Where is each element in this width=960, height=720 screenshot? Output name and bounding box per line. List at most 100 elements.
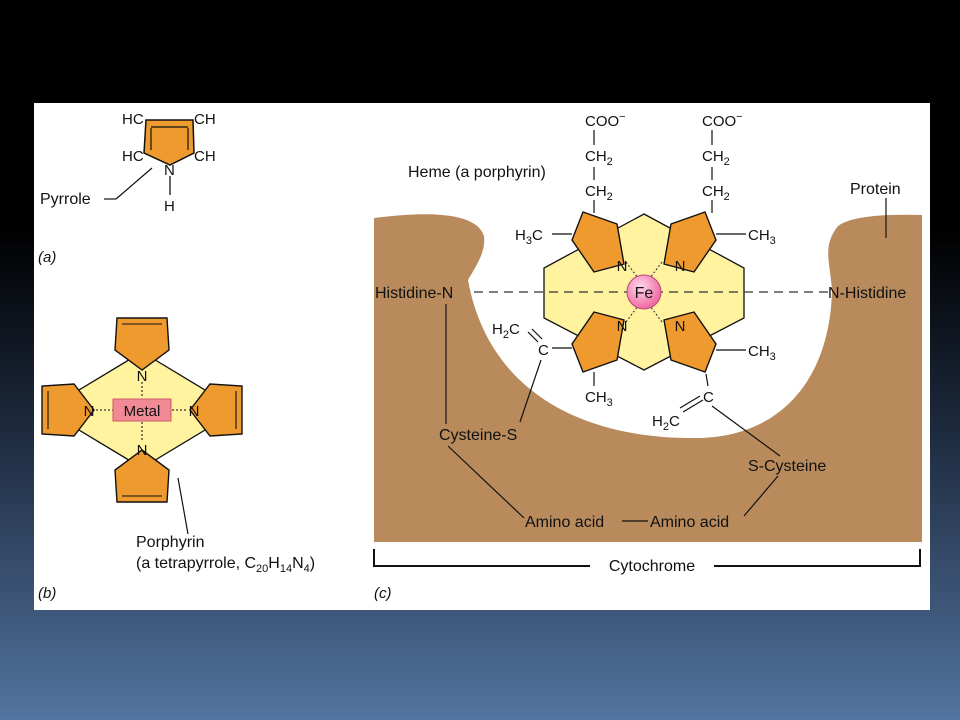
formula-sub-n: 4 xyxy=(304,563,310,575)
formula-n: N xyxy=(292,555,304,572)
histidine-right-label: N-Histidine xyxy=(828,285,906,302)
cysteine-link-left xyxy=(519,359,542,423)
c-text: C xyxy=(532,227,543,244)
panel-b-porphyrin: Metal N N N N Porphyrin (a tetrapyrrole,… xyxy=(38,317,315,602)
metal-box xyxy=(112,398,172,422)
sub-2: 2 xyxy=(607,191,613,203)
sub-3: 3 xyxy=(770,235,776,247)
protein-label: Protein xyxy=(850,181,901,198)
coo-charge: − xyxy=(736,111,742,123)
fe-coordination-dots xyxy=(625,305,639,323)
ch2-right-lower: CH2 xyxy=(702,183,730,203)
pyrrole-atom-h: H xyxy=(164,198,175,215)
formula-close: ) xyxy=(310,555,315,572)
vinyl-double-bond xyxy=(679,395,701,409)
coo-text: COO xyxy=(702,113,736,130)
porphyrin-n-left: N xyxy=(84,403,95,420)
amino-acid-left-label: Amino acid xyxy=(525,514,604,531)
ch-text: CH xyxy=(748,343,770,360)
ch-text: CH xyxy=(702,183,724,200)
coo-left: COO− xyxy=(585,111,626,130)
cysteine-link-right xyxy=(711,405,781,457)
methyl-bottom-right: CH3 xyxy=(748,343,776,363)
vinyl-c-left: C xyxy=(538,342,549,359)
heme-pyrrole-bottom-right xyxy=(663,311,717,373)
methyl-bottom-left: CH3 xyxy=(585,389,613,409)
cysteine-to-amino-left xyxy=(447,445,525,519)
porphyrin-leader-line xyxy=(177,477,189,535)
fe-label: Fe xyxy=(635,285,654,302)
heme-n-bottom-left: N xyxy=(617,318,628,335)
sub-2: 2 xyxy=(503,329,509,341)
ch2-left-upper: CH2 xyxy=(585,148,613,168)
c-text: C xyxy=(669,413,680,430)
coo-charge: − xyxy=(619,111,625,123)
cysteine-to-amino-right xyxy=(743,475,779,517)
porphyrin-label-line2: (a tetrapyrrole, C20H14N4) xyxy=(136,555,315,575)
vinyl-h2c-left: H2C xyxy=(492,321,520,341)
pyrrole-atom-ch-bottom: CH xyxy=(194,148,216,165)
heme-pyrrole-bottom-left xyxy=(571,311,625,373)
porphyrin-pyrrole-bottom xyxy=(114,449,170,503)
cytochrome-bracket-left xyxy=(373,549,590,567)
panel-a-pyrrole: HC CH HC CH N H Pyrrole (a) xyxy=(38,111,216,266)
sub-2: 2 xyxy=(724,191,730,203)
porphyrin-label-line1: Porphyrin xyxy=(136,534,204,551)
porphyrin-pyrrole-top xyxy=(114,317,170,371)
heme-pyrrole-top-left xyxy=(571,211,625,273)
vinyl-h2c-right: H2C xyxy=(652,413,680,433)
cysteine-left-label: Cysteine-S xyxy=(439,427,517,444)
cysteine-right-label: S-Cysteine xyxy=(748,458,826,475)
pyrrole-atom-ch-top: CH xyxy=(194,111,216,128)
heme-n-top-right: N xyxy=(675,258,686,275)
methyl-top-left: H3C xyxy=(515,227,543,247)
panel-c-caption: (c) xyxy=(374,585,392,602)
vinyl-bond xyxy=(705,373,709,387)
sub-2: 2 xyxy=(663,421,669,433)
porphyrin-n-bottom: N xyxy=(137,442,148,459)
fe-coordination-dots xyxy=(649,261,663,279)
ch-text: CH xyxy=(585,183,607,200)
porphyrin-n-right: N xyxy=(189,403,200,420)
sub-2: 2 xyxy=(724,156,730,168)
methyl-top-right: CH3 xyxy=(748,227,776,247)
pyrrole-atom-hc-bottom: HC xyxy=(122,148,144,165)
pyrrole-ring xyxy=(143,119,195,166)
vinyl-double-bond xyxy=(527,331,539,343)
vinyl-double-bond xyxy=(531,328,543,340)
ch2-right-upper: CH2 xyxy=(702,148,730,168)
panel-c-cytochrome: Fe N N N N COO− CH2 CH2 COO− CH2 CH2 Hem… xyxy=(373,111,922,602)
sub-2: 2 xyxy=(607,156,613,168)
coo-right: COO− xyxy=(702,111,743,130)
sub-3: 3 xyxy=(770,351,776,363)
formula-sub-h: 14 xyxy=(280,563,292,575)
heme-label: Heme (a porphyrin) xyxy=(408,164,546,181)
h-text: H xyxy=(515,227,526,244)
cytochrome-bracket-right xyxy=(714,549,921,567)
fe-coordination-dots xyxy=(649,305,663,323)
pyrrole-label: Pyrrole xyxy=(40,191,91,208)
ch-text: CH xyxy=(585,148,607,165)
formula-h: H xyxy=(268,555,280,572)
fe-atom xyxy=(626,274,662,310)
heme-pyrrole-top-right xyxy=(663,211,717,273)
ch-text: CH xyxy=(748,227,770,244)
ch-text: CH xyxy=(585,389,607,406)
pyrrole-leader-line-diagonal xyxy=(115,167,153,200)
vinyl-double-bond xyxy=(682,399,704,413)
porphyrin-pyrrole-left xyxy=(41,383,95,437)
c-text: C xyxy=(509,321,520,338)
histidine-left-label: Histidine-N xyxy=(375,285,453,302)
fe-coordination-dots xyxy=(625,261,639,279)
formula-sub-c: 20 xyxy=(256,563,268,575)
porphyrin-n-top: N xyxy=(137,368,148,385)
formula-prefix: (a tetrapyrrole, C xyxy=(136,555,256,572)
panel-a-caption: (a) xyxy=(38,249,56,266)
protein-pocket xyxy=(374,214,922,542)
pyrrole-atom-n: N xyxy=(164,162,175,179)
vinyl-c-right: C xyxy=(703,389,714,406)
sub-3: 3 xyxy=(526,235,532,247)
porphyrin-pyrrole-right xyxy=(189,383,243,437)
h-text: H xyxy=(492,321,503,338)
